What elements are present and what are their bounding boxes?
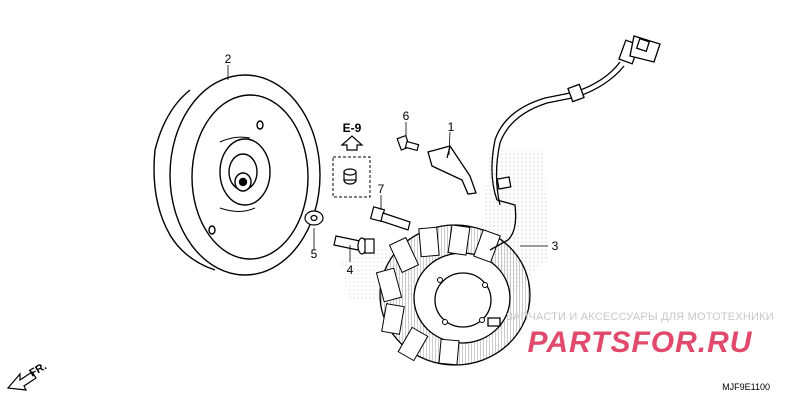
wiring-harness <box>489 61 625 251</box>
reference-label: E-9 <box>343 121 362 135</box>
front-arrow-icon <box>6 371 37 391</box>
callout-2: 2 <box>225 52 232 66</box>
diagram-code: MJF9E1100 <box>722 382 770 392</box>
callout-7: 7 <box>378 182 385 196</box>
callout-6: 6 <box>403 109 410 123</box>
callout-4: 4 <box>347 263 354 277</box>
bolt-medium <box>369 206 411 231</box>
callout-5: 5 <box>311 247 318 261</box>
watermark-tagline: ЗАПЧАСТИ И АКСЕССУАРЫ ДЛЯ МОТОТЕХНИКИ <box>506 311 774 323</box>
bolt-small <box>396 134 420 152</box>
bolt-flange <box>333 235 375 255</box>
front-direction-indicator: FR. <box>6 360 49 391</box>
watermark-logo: PARTSFOR.RU <box>528 326 753 359</box>
stator-coil <box>375 224 531 366</box>
front-label: FR. <box>28 360 49 379</box>
washer <box>304 210 324 226</box>
wire-clamp <box>427 145 477 195</box>
callout-3: 3 <box>552 239 559 253</box>
callout-1: 1 <box>448 120 455 134</box>
connector <box>618 35 661 65</box>
flywheel-rotor <box>153 74 321 276</box>
reference-box <box>332 135 371 198</box>
watermark: ЗАПЧАСТИ И АКСЕССУАРЫ ДЛЯ МОТОТЕХНИКИ PA… <box>506 311 774 359</box>
leader-lines <box>227 65 548 262</box>
